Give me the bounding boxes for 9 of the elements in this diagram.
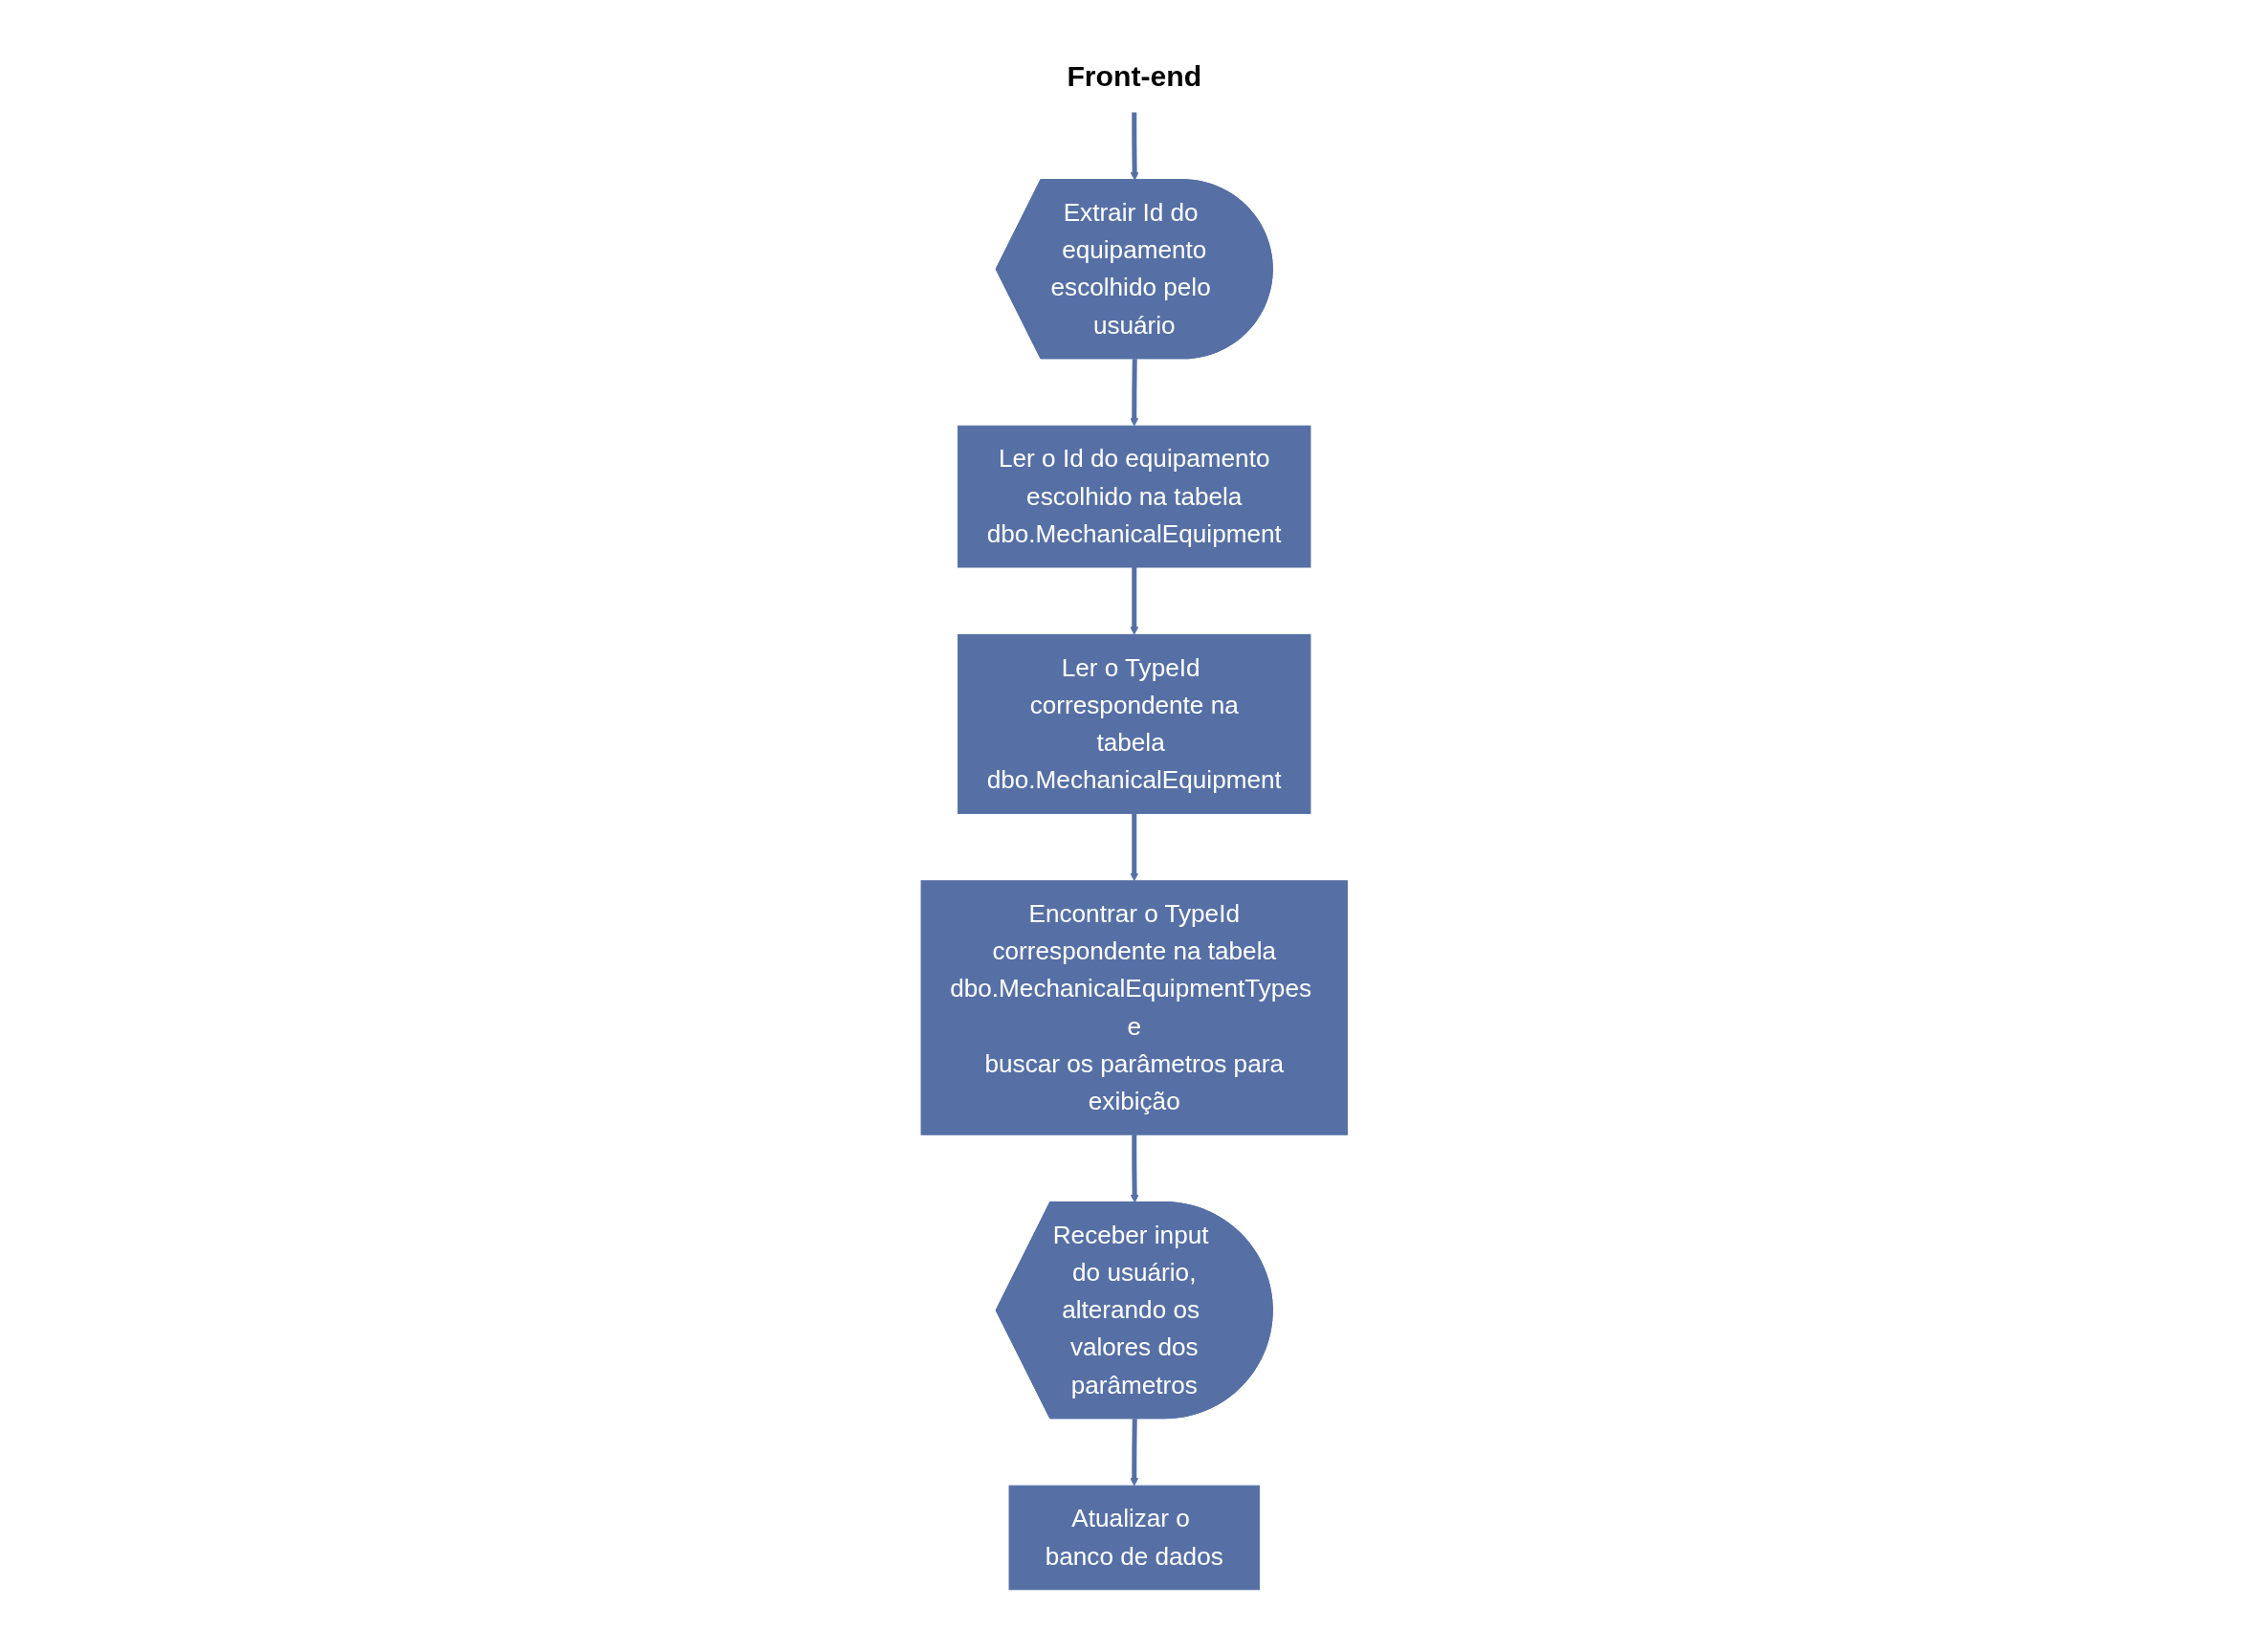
node-box: Encontrar o TypeId correspondente na tabela dbo.MechanicalEquipmentTypes e buscar os parâmetros para exibição <box>920 880 1348 1135</box>
node-box: Atualizar o banco de dados <box>1008 1485 1260 1591</box>
arrow <box>1130 813 1138 882</box>
arrow <box>1130 567 1138 635</box>
arrow <box>1130 1419 1138 1487</box>
node-box: Ler o Id do equipamento escolhido na tabela dbo.MechanicalEquipment <box>957 425 1311 568</box>
arrow <box>1130 359 1138 427</box>
node-text: Front-end <box>1067 60 1201 93</box>
node-box: Ler o TypeId correspondente na tabela dbo.MechanicalEquipment <box>957 633 1311 814</box>
